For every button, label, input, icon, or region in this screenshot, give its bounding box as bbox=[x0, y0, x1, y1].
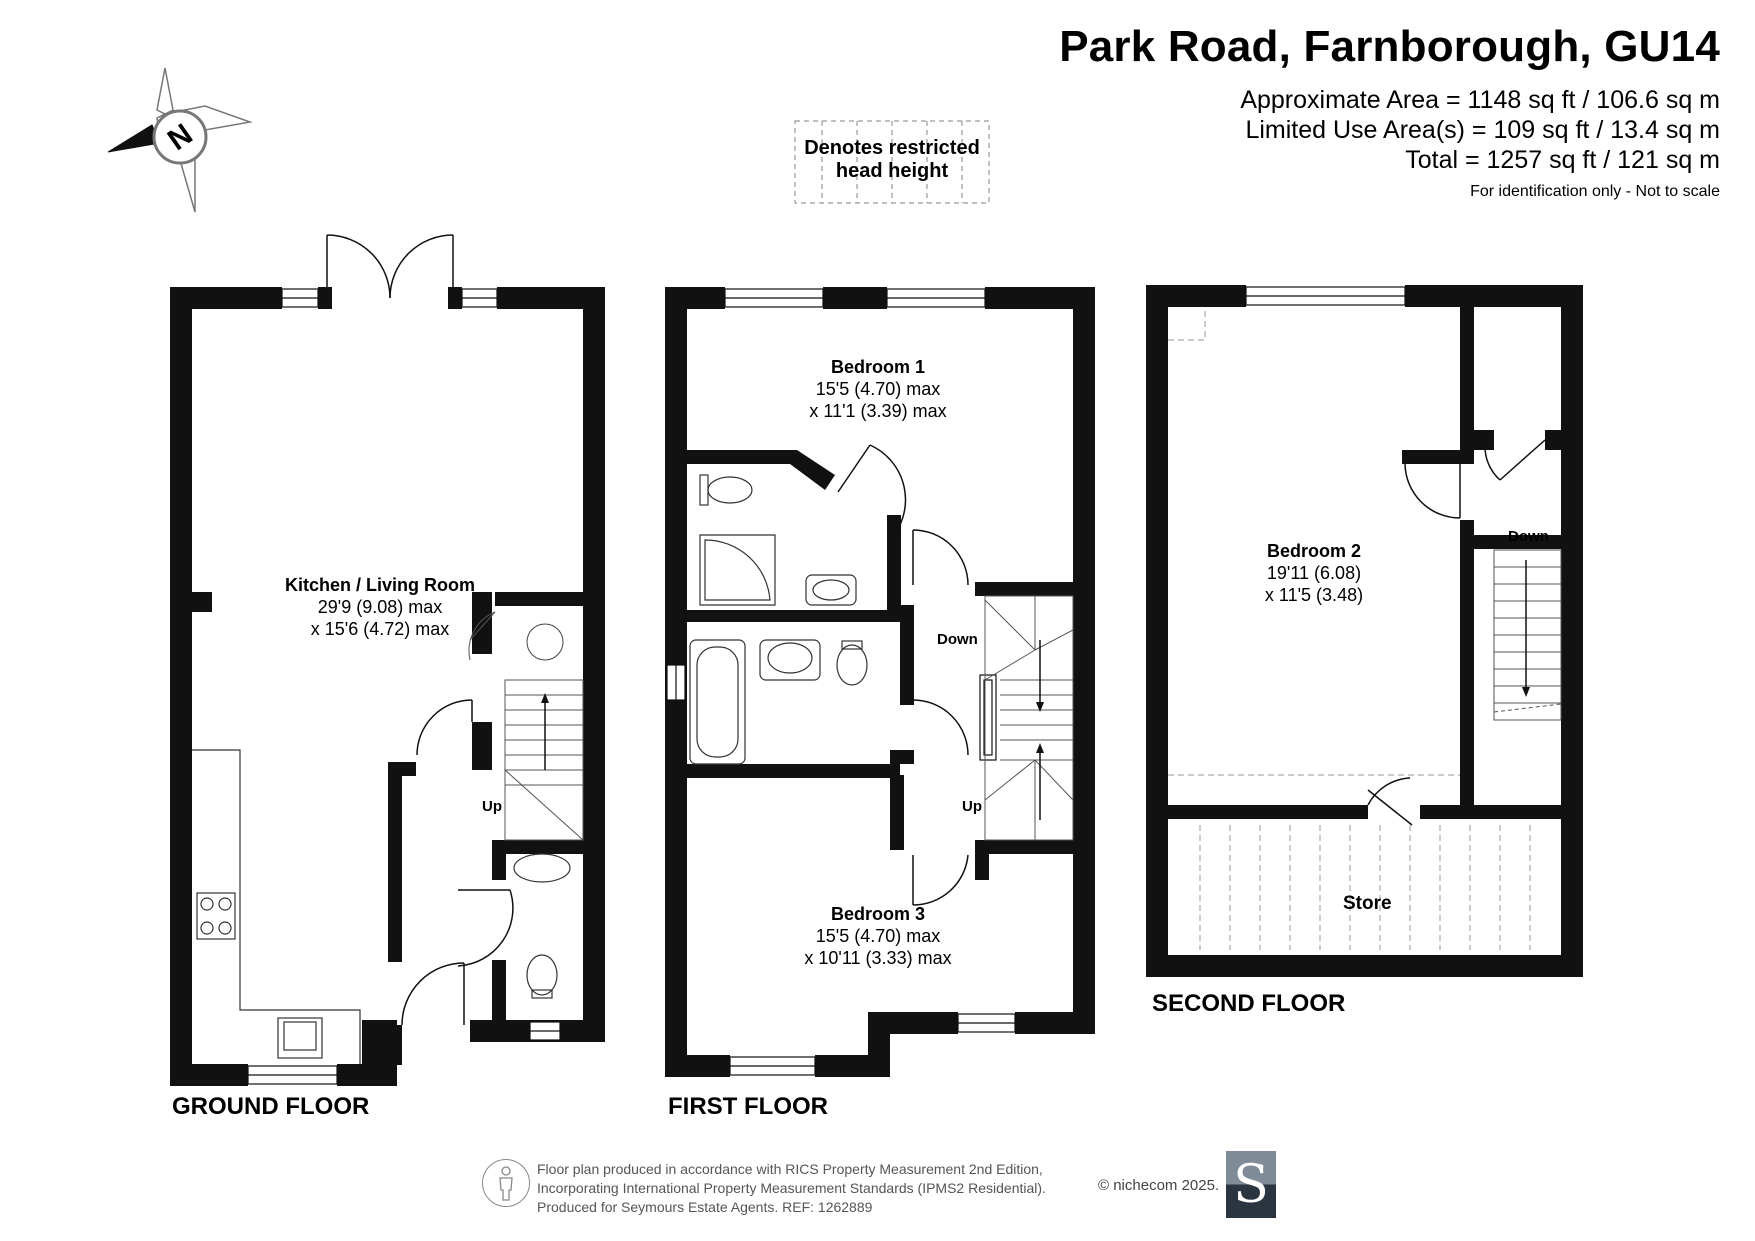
footer-line-3: Produced for Seymours Estate Agents. REF… bbox=[537, 1199, 873, 1215]
room-name: Bedroom 2 bbox=[1266, 541, 1362, 561]
second-floor-windows bbox=[1245, 286, 1406, 306]
logo-letter: S bbox=[1233, 1155, 1269, 1215]
room-name: Bedroom 1 bbox=[830, 357, 926, 377]
footer-statement: Floor plan produced in accordance with R… bbox=[537, 1160, 1046, 1217]
ground-floor-label: GROUND FLOOR bbox=[172, 1093, 370, 1120]
first-floor-bathroom-fittings bbox=[689, 474, 868, 765]
approximate-area: Approximate Area = 1148 sq ft / 106.6 sq… bbox=[1240, 86, 1720, 114]
first-floor-windows bbox=[666, 288, 1016, 1076]
footer-line-2: Incorporating International Property Mea… bbox=[537, 1180, 1046, 1196]
restricted-height-legend bbox=[794, 120, 990, 204]
first-floor-label: FIRST FLOOR bbox=[668, 1093, 828, 1120]
bedroom-3-label: Bedroom 3 15'5 (4.70) max x 10'11 (3.33)… bbox=[804, 903, 951, 969]
legend-line-1: Denotes restricted bbox=[804, 137, 980, 159]
seymours-logo: S bbox=[1226, 1151, 1276, 1218]
restricted-head-height-lines bbox=[1168, 307, 1531, 950]
bedroom-1-label: Bedroom 1 15'5 (4.70) max x 11'1 (3.39) … bbox=[809, 356, 946, 422]
limited-use-area: Limited Use Area(s) = 109 sq ft / 13.4 s… bbox=[1245, 116, 1720, 144]
identification-note: For identification only - Not to scale bbox=[1470, 183, 1720, 200]
first-stairs-down-label: Down bbox=[937, 631, 978, 648]
room-dimension: x 11'1 (3.39) max bbox=[809, 401, 947, 421]
total-area: Total = 1257 sq ft / 121 sq m bbox=[1405, 146, 1720, 174]
ground-floor-wc bbox=[513, 853, 571, 999]
french-doors bbox=[326, 234, 454, 299]
second-floor-doors bbox=[1367, 439, 1546, 826]
room-dimension: x 10'11 (3.33) max bbox=[804, 948, 952, 968]
ground-floor-plan bbox=[170, 287, 605, 1086]
first-stairs-up-label: Up bbox=[962, 798, 982, 815]
nichecom-brand: © nichecom 2025. bbox=[1098, 1177, 1220, 1194]
second-floor-stairs bbox=[1493, 549, 1562, 721]
room-name: Kitchen / Living Room bbox=[284, 575, 476, 595]
second-floor-plan bbox=[1146, 285, 1583, 977]
kitchen-living-room-label: Kitchen / Living Room 29'9 (9.08) max x … bbox=[285, 574, 475, 640]
room-dimension: 15'5 (4.70) max bbox=[815, 926, 941, 946]
store-label: Store bbox=[1343, 893, 1392, 914]
ground-floor-windows bbox=[247, 288, 561, 1085]
ipms-person-icon bbox=[482, 1159, 530, 1207]
ground-floor-stairs bbox=[468, 611, 584, 841]
ground-stairs-up-label: Up bbox=[482, 798, 502, 815]
room-dimension: x 11'5 (3.48) bbox=[1264, 585, 1364, 605]
property-title: Park Road, Farnborough, GU14 bbox=[1059, 22, 1720, 71]
first-floor-doors bbox=[837, 444, 969, 906]
first-floor-stairs bbox=[984, 595, 1074, 841]
room-name: Bedroom 3 bbox=[830, 904, 926, 924]
footer-line-1: Floor plan produced in accordance with R… bbox=[537, 1161, 1043, 1177]
room-dimension: 19'11 (6.08) bbox=[1266, 563, 1362, 583]
bedroom-2-label: Bedroom 2 19'11 (6.08) x 11'5 (3.48) bbox=[1265, 540, 1363, 606]
legend-label: Denotes restricted head height bbox=[795, 137, 989, 183]
second-stairs-down-label: Down bbox=[1508, 528, 1549, 545]
ground-floor-doors bbox=[401, 699, 514, 1026]
room-dimension: x 15'6 (4.72) max bbox=[310, 619, 450, 639]
room-dimension: 15'5 (4.70) max bbox=[815, 379, 941, 399]
second-floor-label: SECOND FLOOR bbox=[1152, 990, 1346, 1017]
legend-line-2: head height bbox=[835, 160, 949, 182]
kitchen-units bbox=[192, 749, 361, 1064]
room-dimension: 29'9 (9.08) max bbox=[317, 597, 443, 617]
compass-icon bbox=[107, 67, 253, 213]
